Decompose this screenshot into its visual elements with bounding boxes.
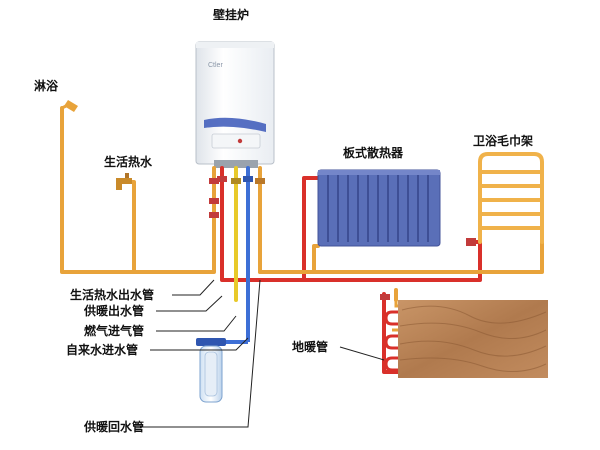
label-gas-inlet-pipe: 燃气进气管 <box>84 324 145 338</box>
label-heating-supply-pipe: 供暖出水管 <box>84 304 145 318</box>
dhw-faucet-pipe <box>122 180 136 274</box>
label-towel-rack: 卫浴毛巾架 <box>473 134 534 148</box>
leader-lines <box>140 279 385 428</box>
label-domestic-hot-water: 生活热水 <box>104 155 153 169</box>
valves <box>209 176 476 300</box>
label-floor-heating-pipe: 地暖管 <box>292 340 329 354</box>
radiator-return <box>258 244 320 274</box>
domestic-faucet <box>116 173 132 190</box>
label-boiler: 壁挂炉 <box>213 8 250 22</box>
label-cold-water-inlet-pipe: 自来水进水管 <box>66 343 139 357</box>
floor-heating-panel <box>384 300 548 378</box>
shower-pipe <box>60 106 216 274</box>
shower-head <box>64 100 78 112</box>
floor-supply <box>382 292 400 374</box>
water-filter <box>196 320 250 403</box>
towel-rack-supply <box>302 240 482 282</box>
wall-boiler <box>195 41 275 168</box>
panel-radiator <box>317 169 441 247</box>
label-heating-return-pipe: 供暖回水管 <box>84 420 145 434</box>
towel-rack-return <box>312 240 544 274</box>
label-panel-radiator: 板式散热器 <box>343 146 404 160</box>
label-shower: 淋浴 <box>34 79 59 93</box>
boiler-brand-mark: Ctler <box>208 62 223 69</box>
label-dhw-outlet-pipe: 生活热水出水管 <box>70 288 155 302</box>
towel-rack <box>478 152 544 244</box>
